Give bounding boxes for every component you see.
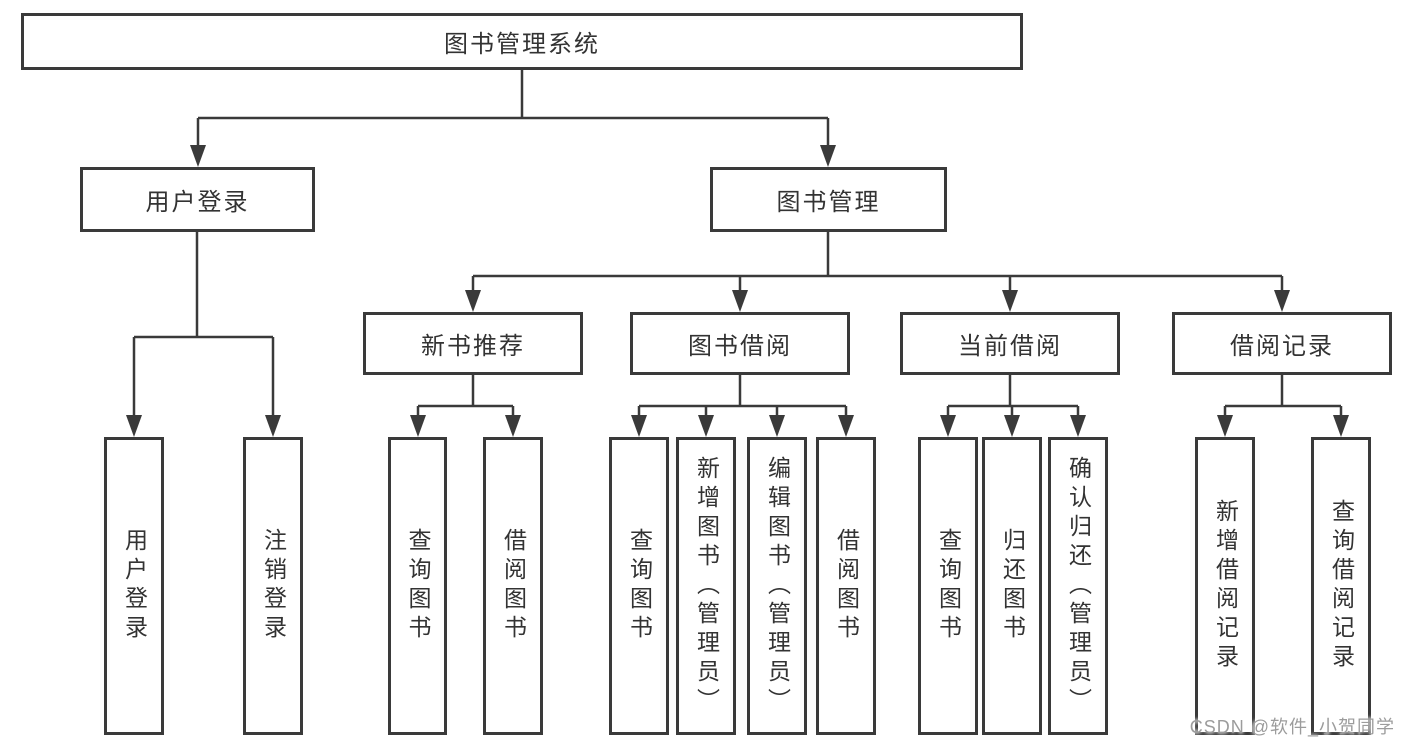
- node-br-query-borrow-record: 查询借阅记录: [1311, 437, 1371, 735]
- node-nbr-query-books: 查询图书: [388, 437, 447, 735]
- node-cb-query-books: 查询图书: [918, 437, 978, 735]
- node-bb-borrow-books: 借阅图书: [816, 437, 876, 735]
- node-user-login-group: 用户登录: [80, 167, 315, 232]
- arrow-down-icon: [1274, 290, 1290, 312]
- node-label: 确认归还（管理员）: [1065, 455, 1092, 717]
- arrow-down-icon: [1217, 415, 1233, 437]
- node-label: 借阅图书: [500, 528, 527, 644]
- node-book-management: 图书管理: [710, 167, 947, 232]
- arrow-down-icon: [505, 415, 521, 437]
- arrow-down-icon: [631, 415, 647, 437]
- arrow-down-icon: [1004, 415, 1020, 437]
- arrow-down-icon: [698, 415, 714, 437]
- node-label: 编辑图书（管理员）: [764, 455, 791, 717]
- node-label: 用户登录: [121, 528, 148, 644]
- connector-root-branch: [190, 68, 836, 167]
- node-current-borrowing: 当前借阅: [900, 312, 1120, 375]
- connector-book-management-branch: [465, 232, 1290, 312]
- node-label: 新增图书（管理员）: [693, 455, 720, 717]
- node-label: 归还图书: [999, 528, 1026, 644]
- arrow-down-icon: [190, 145, 206, 167]
- node-label: 注销登录: [260, 528, 287, 644]
- node-nbr-borrow-books: 借阅图书: [483, 437, 543, 735]
- node-new-book-recommendation: 新书推荐: [363, 312, 583, 375]
- node-br-add-borrow-record: 新增借阅记录: [1195, 437, 1255, 735]
- connector-book-borrow-branch: [631, 375, 854, 437]
- node-bb-query-books: 查询图书: [609, 437, 669, 735]
- node-label: 借阅记录: [1230, 333, 1334, 360]
- node-library-management-system: 图书管理系统: [21, 13, 1023, 70]
- connector-current-borrow-branch: [940, 375, 1086, 437]
- arrow-down-icon: [732, 290, 748, 312]
- node-label: 当前借阅: [958, 333, 1062, 360]
- node-label: 查询图书: [626, 528, 653, 644]
- node-logout: 注销登录: [243, 437, 303, 735]
- arrow-down-icon: [1002, 290, 1018, 312]
- arrow-down-icon: [769, 415, 785, 437]
- node-label: 图书借阅: [688, 333, 792, 360]
- arrow-down-icon: [465, 290, 481, 312]
- node-label: 新增借阅记录: [1212, 499, 1239, 673]
- arrow-down-icon: [1333, 415, 1349, 437]
- connector-new-book-branch: [410, 375, 521, 437]
- connector-borrow-record-branch: [1217, 375, 1349, 437]
- arrow-down-icon: [940, 415, 956, 437]
- node-label: 查询图书: [405, 528, 431, 644]
- node-bb-add-books-admin: 新增图书（管理员）: [676, 437, 736, 735]
- arrow-down-icon: [838, 415, 854, 437]
- arrow-down-icon: [820, 145, 836, 167]
- node-label: 图书管理: [776, 189, 881, 216]
- node-label: 用户登录: [145, 189, 250, 216]
- arrow-down-icon: [126, 415, 142, 437]
- arrow-down-icon: [1070, 415, 1086, 437]
- node-cb-return-books: 归还图书: [982, 437, 1042, 735]
- connector-user-login-branch: [126, 232, 281, 437]
- node-cb-confirm-return-admin: 确认归还（管理员）: [1048, 437, 1108, 735]
- node-borrowing-records: 借阅记录: [1172, 312, 1392, 375]
- node-user-login: 用户登录: [104, 437, 164, 735]
- arrow-down-icon: [410, 415, 426, 437]
- node-label: 查询图书: [935, 528, 962, 644]
- node-book-borrowing: 图书借阅: [630, 312, 850, 375]
- watermark: CSDN @软件_小贺同学: [1189, 717, 1395, 737]
- node-label: 图书管理系统: [444, 31, 600, 58]
- node-label: 查询借阅记录: [1328, 499, 1355, 673]
- node-label: 新书推荐: [421, 333, 525, 360]
- node-label: 借阅图书: [833, 528, 860, 644]
- node-bb-edit-books-admin: 编辑图书（管理员）: [747, 437, 807, 735]
- arrow-down-icon: [265, 415, 281, 437]
